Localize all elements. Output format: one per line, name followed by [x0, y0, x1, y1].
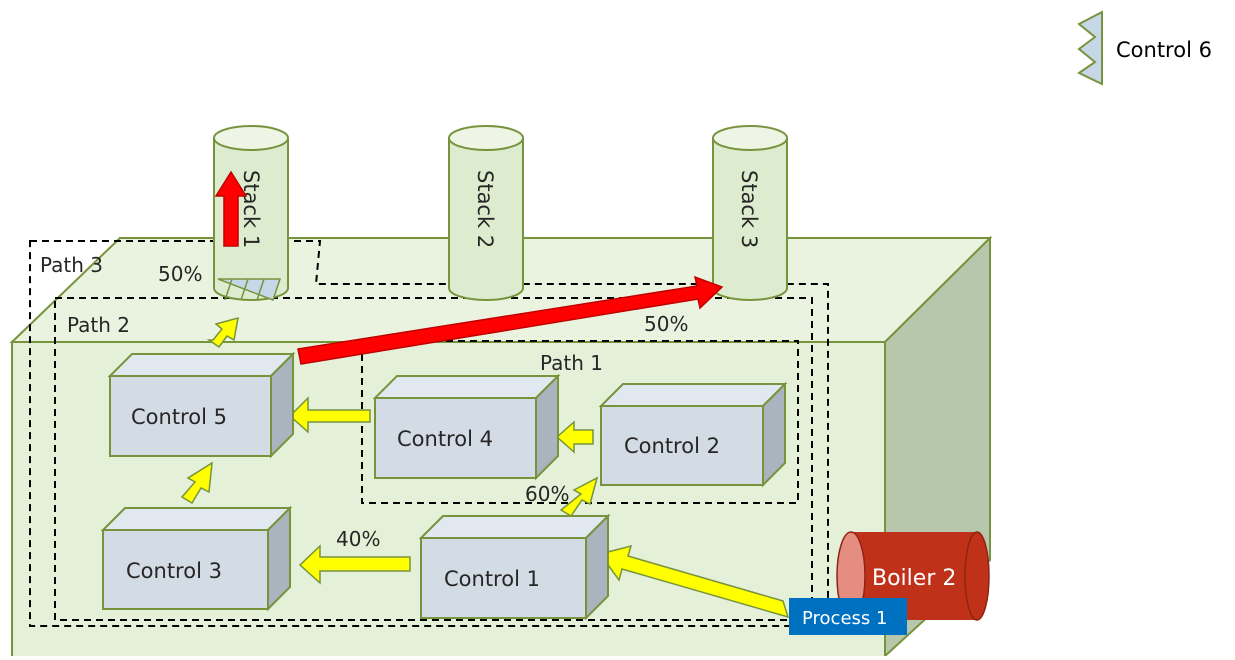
process-1-label: Process 1 — [802, 608, 887, 629]
red-arrow-stack-1 — [214, 170, 248, 247]
arrow-control1-to-control3 — [298, 544, 411, 585]
arrow-control4-to-control5 — [288, 396, 371, 434]
percent-stack-3: 50% — [644, 312, 688, 336]
legend-control-6-label: Control 6 — [1116, 38, 1212, 62]
path-2-label: Path 2 — [67, 313, 130, 337]
control-5-box — [107, 351, 296, 459]
stack-2-label: Stack 2 — [473, 170, 497, 248]
stack-3 — [712, 125, 788, 301]
control-6-icon — [1077, 10, 1103, 86]
control-3-label: Control 3 — [126, 559, 222, 583]
process-1-box — [789, 598, 907, 635]
stack-1-label: Stack 1 — [239, 170, 263, 248]
percent-control-3: 40% — [336, 527, 380, 551]
yellow-arrows — [180, 316, 790, 619]
path-3-label: Path 3 — [40, 253, 103, 277]
control-5-label: Control 5 — [131, 405, 227, 429]
stack-2 — [448, 125, 524, 301]
arrow-control1-to-control2 — [559, 476, 599, 518]
path-2-outline — [54, 297, 813, 621]
percent-stack-1: 50% — [158, 262, 202, 286]
path-3-outline — [29, 240, 829, 627]
arrow-control3-to-control5 — [180, 461, 213, 505]
red-arrow-stack-3 — [297, 275, 724, 365]
path-1-label: Path 1 — [540, 351, 603, 375]
boiler-2-label: Boiler 2 — [872, 566, 956, 591]
arrow-process-to-control1 — [598, 544, 790, 619]
control-1-box — [418, 513, 611, 621]
legend-control-6: Control 6 — [1077, 10, 1212, 86]
control-2-label: Control 2 — [624, 434, 720, 458]
control-4-box — [372, 373, 561, 481]
control-1-label: Control 1 — [444, 567, 540, 591]
percent-control-2: 60% — [525, 482, 569, 506]
stack-1-control-6-teeth — [217, 278, 282, 301]
control-4-label: Control 4 — [397, 427, 493, 451]
arrow-control5-to-stack1 — [206, 316, 239, 349]
control-3-box — [100, 505, 293, 612]
stack-3-label: Stack 3 — [737, 170, 761, 248]
control-2-box — [598, 381, 788, 488]
arrow-control2-to-control4 — [555, 420, 594, 454]
